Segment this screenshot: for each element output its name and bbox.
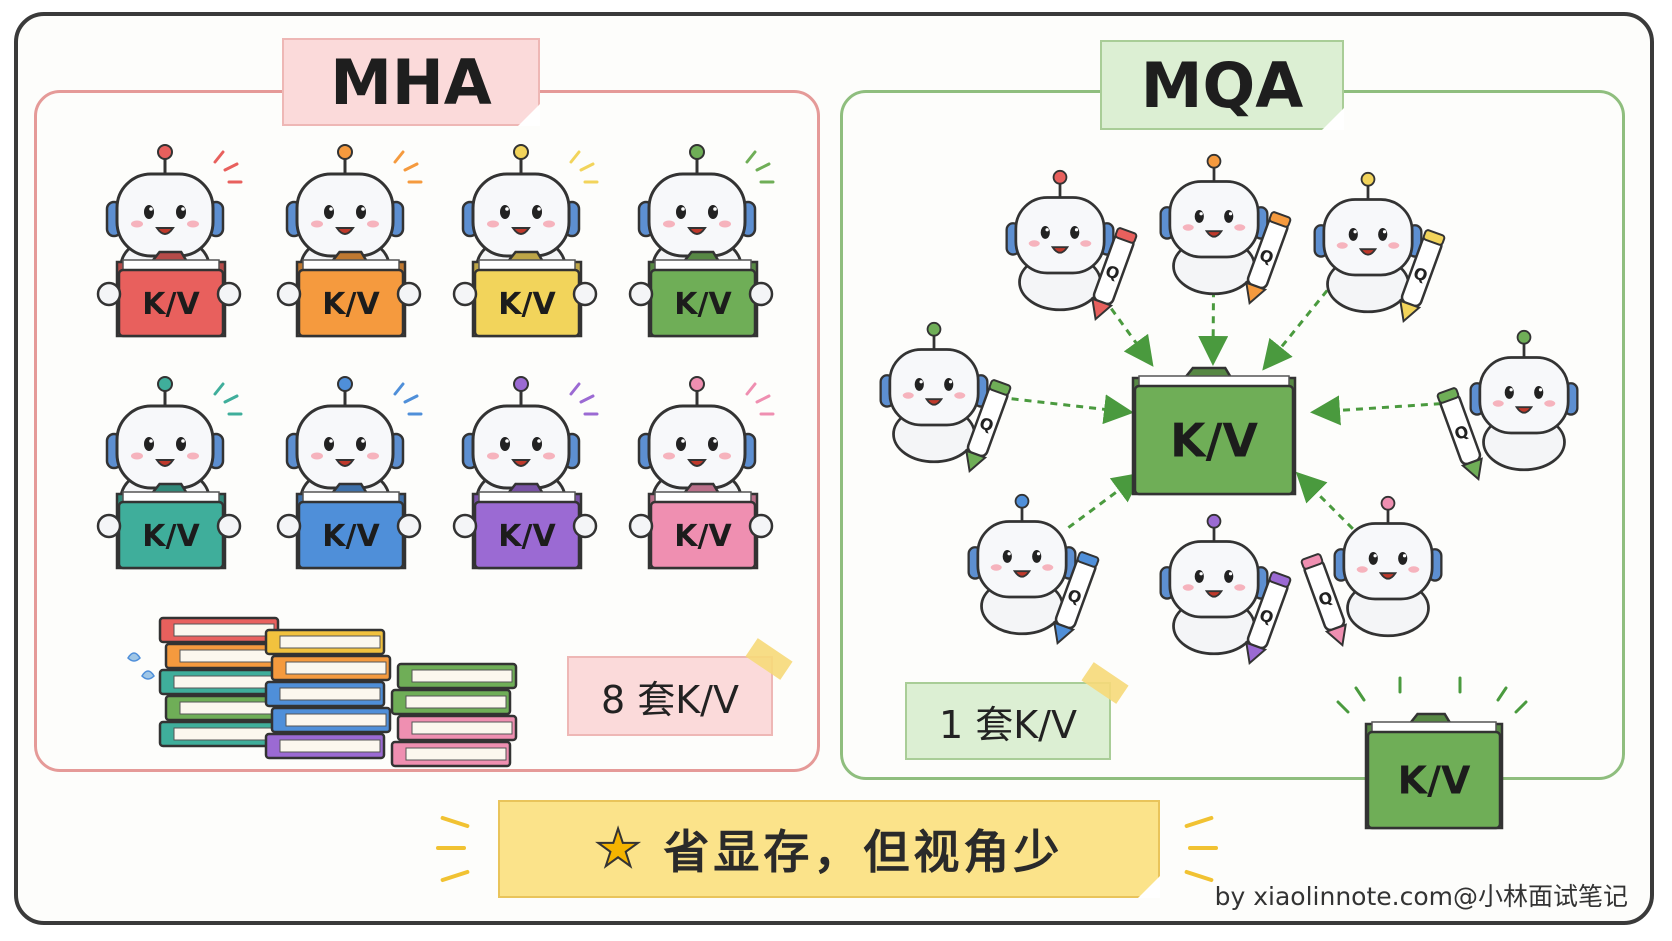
sparkle-icon — [569, 150, 599, 184]
kv-folder-icon: K/V — [647, 250, 759, 338]
arrow-icon — [1262, 289, 1329, 371]
antenna-icon — [337, 144, 353, 160]
query-pen-icon: Q — [1300, 553, 1347, 648]
arrow-icon — [1067, 472, 1143, 529]
query-label: Q — [977, 413, 996, 436]
kv-folder-icon: K/V — [471, 482, 583, 570]
query-pen-icon: Q — [965, 379, 1012, 474]
sparkle-icon — [745, 150, 775, 184]
kv-label: K/V — [498, 287, 556, 322]
robot — [1159, 153, 1269, 296]
robot — [967, 493, 1077, 636]
kv-folder-icon: K/V — [115, 250, 227, 338]
kv-folder-icon: K/V — [1364, 712, 1504, 830]
antenna-icon — [1360, 171, 1376, 187]
antenna-icon — [157, 144, 173, 160]
sparkle-icon — [1336, 676, 1528, 714]
book-stack — [127, 616, 518, 768]
kv-label: K/V — [322, 287, 380, 322]
robot — [1159, 513, 1269, 656]
query-pen-icon: Q — [1245, 571, 1292, 666]
kv-folder-icon: K/V — [647, 482, 759, 570]
mqa-title: MQA — [1100, 40, 1344, 130]
query-pen-icon: Q — [1436, 387, 1483, 482]
mha-title: MHA — [282, 38, 540, 126]
robot — [1005, 169, 1115, 312]
credit-text: by xiaolinnote.com@小林面试笔记 — [1214, 882, 1628, 911]
robot — [879, 321, 989, 464]
antenna-icon — [689, 144, 705, 160]
kv-label: K/V — [674, 287, 732, 322]
antenna-icon — [1014, 493, 1030, 509]
antenna-icon — [1206, 513, 1222, 529]
kv-label: K/V — [1170, 414, 1258, 468]
kv-folder-icon: K/V — [115, 482, 227, 570]
star-icon: ★ — [594, 818, 646, 880]
kv-label: K/V — [322, 519, 380, 554]
robot — [1469, 329, 1579, 472]
query-label: Q — [1065, 585, 1084, 608]
kv-label: K/V — [674, 519, 732, 554]
kv-folder-icon: K/V — [471, 250, 583, 338]
antenna-icon — [337, 376, 353, 392]
query-pen-icon: Q — [1245, 211, 1292, 306]
query-label: Q — [1316, 587, 1335, 610]
query-label: Q — [1257, 605, 1276, 628]
kv-label: K/V — [142, 519, 200, 554]
query-label: Q — [1257, 245, 1276, 268]
arrow-icon — [1310, 395, 1441, 426]
sparkle-icon — [569, 382, 599, 416]
sparkle-icon — [745, 382, 775, 416]
kv-label: K/V — [1398, 759, 1471, 803]
kv-folder-icon: K/V — [1131, 366, 1297, 496]
sparkle-icon — [213, 382, 243, 416]
query-pen-icon: Q — [1091, 227, 1138, 322]
query-label: Q — [1452, 421, 1471, 444]
kv-label: K/V — [498, 519, 556, 554]
query-pen-icon: Q — [1053, 551, 1100, 646]
antenna-icon — [513, 376, 529, 392]
summary-banner: ★ 省显存，但视角少 — [498, 800, 1160, 898]
query-label: Q — [1103, 261, 1122, 284]
antenna-icon — [157, 376, 173, 392]
kv-folder-icon: K/V — [295, 482, 407, 570]
sparkle-ray — [1188, 846, 1218, 850]
arrow-icon — [1011, 394, 1134, 425]
antenna-icon — [689, 376, 705, 392]
sweat-drop-icon — [127, 652, 155, 680]
sparkle-ray — [436, 846, 466, 850]
query-pen-icon: Q — [1399, 229, 1446, 324]
antenna-icon — [513, 144, 529, 160]
antenna-icon — [1052, 169, 1068, 185]
mqa-count-label: 1 套K/V — [905, 682, 1111, 760]
banner-text: 省显存，但视角少 — [663, 825, 1064, 879]
sparkle-icon — [213, 150, 243, 184]
antenna-icon — [926, 321, 942, 337]
antenna-icon — [1380, 495, 1396, 511]
kv-label: K/V — [142, 287, 200, 322]
mha-count-label: 8 套K/V — [567, 656, 773, 736]
query-label: Q — [1411, 263, 1430, 286]
antenna-icon — [1516, 329, 1532, 345]
sparkle-icon — [393, 382, 423, 416]
antenna-icon — [1206, 153, 1222, 169]
robot — [1333, 495, 1443, 638]
kv-folder-icon: K/V — [295, 250, 407, 338]
arrow-icon — [1295, 471, 1354, 530]
sparkle-icon — [393, 150, 423, 184]
